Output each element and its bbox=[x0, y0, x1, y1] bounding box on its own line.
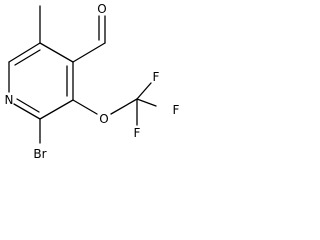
ether-bond-ring bbox=[72, 99, 98, 115]
pyridine-ring bbox=[8, 42, 74, 120]
fluorine-label-3: F bbox=[134, 126, 141, 140]
bond-c2-n1 bbox=[13, 103, 41, 120]
bond-c6-c5 bbox=[8, 42, 41, 63]
cf-bond-1 bbox=[136, 82, 152, 100]
structure-diagram: O N Br O F F F bbox=[5, 2, 180, 161]
bond-c6-c5-inner bbox=[14, 49, 41, 66]
bromine-substituent: Br bbox=[33, 118, 47, 161]
cf-bond-2 bbox=[136, 98, 157, 107]
bond-c2-n1-inner bbox=[16, 98, 40, 113]
bromine-label: Br bbox=[33, 147, 46, 161]
ether-oxygen-label: O bbox=[99, 112, 108, 126]
ring-nitrogen-label: N bbox=[5, 93, 14, 107]
aldehyde-group: O bbox=[72, 2, 107, 63]
bond-c3-c2 bbox=[39, 99, 74, 120]
bond-c5-c4 bbox=[39, 42, 74, 63]
fluorine-label-1: F bbox=[153, 70, 160, 84]
fluorine-label-2: F bbox=[173, 103, 180, 117]
trifluoromethoxy-group: O F F F bbox=[72, 70, 180, 140]
aldehyde-oxygen-label: O bbox=[97, 2, 106, 16]
ether-bond-cf3 bbox=[110, 98, 138, 115]
aldehyde-c-bond bbox=[72, 42, 106, 63]
